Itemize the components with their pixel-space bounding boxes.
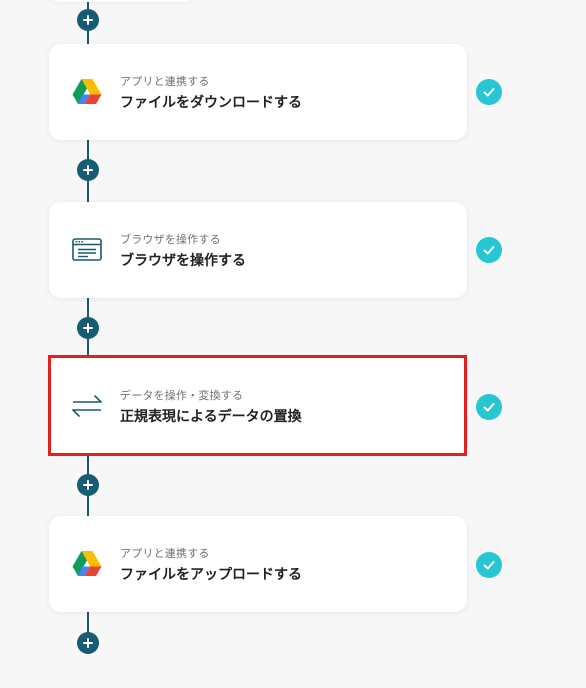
add-step-button[interactable] xyxy=(77,9,99,31)
step-card-upload-file[interactable]: アプリと連携する ファイルをアップロードする xyxy=(49,516,467,612)
browser-window-icon xyxy=(71,235,103,265)
google-drive-icon xyxy=(71,77,103,107)
previous-step-card[interactable] xyxy=(49,0,195,2)
add-step-button[interactable] xyxy=(77,474,99,496)
checkmark-icon xyxy=(483,88,495,97)
step-category-label: データを操作・変換する xyxy=(120,389,244,402)
completed-check-badge xyxy=(476,237,502,263)
step-title: ブラウザを操作する xyxy=(120,253,246,269)
step-title: 正規表現によるデータの置換 xyxy=(120,409,302,425)
checkmark-icon xyxy=(483,403,495,412)
step-category-label: アプリと連携する xyxy=(120,547,210,560)
add-step-button[interactable] xyxy=(77,159,99,181)
step-card-download-file[interactable]: アプリと連携する ファイルをダウンロードする xyxy=(49,44,467,140)
add-step-button[interactable] xyxy=(77,317,99,339)
step-category-label: ブラウザを操作する xyxy=(120,233,221,246)
completed-check-badge xyxy=(476,394,502,420)
step-title: ファイルをアップロードする xyxy=(120,567,302,583)
checkmark-icon xyxy=(483,246,495,255)
plus-icon xyxy=(83,480,93,490)
add-step-button[interactable] xyxy=(77,632,99,654)
plus-icon xyxy=(83,323,93,333)
google-drive-icon xyxy=(71,549,103,579)
plus-icon xyxy=(83,165,93,175)
plus-icon xyxy=(83,15,93,25)
checkmark-icon xyxy=(483,561,495,570)
completed-check-badge xyxy=(476,79,502,105)
step-card-browser-operation[interactable]: ブラウザを操作する ブラウザを操作する xyxy=(49,202,467,298)
swap-arrows-icon xyxy=(71,391,103,421)
plus-icon xyxy=(83,638,93,648)
step-card-regex-replace[interactable]: データを操作・変換する 正規表現によるデータの置換 xyxy=(49,358,467,454)
step-category-label: アプリと連携する xyxy=(120,75,210,88)
completed-check-badge xyxy=(476,552,502,578)
step-title: ファイルをダウンロードする xyxy=(120,95,302,111)
